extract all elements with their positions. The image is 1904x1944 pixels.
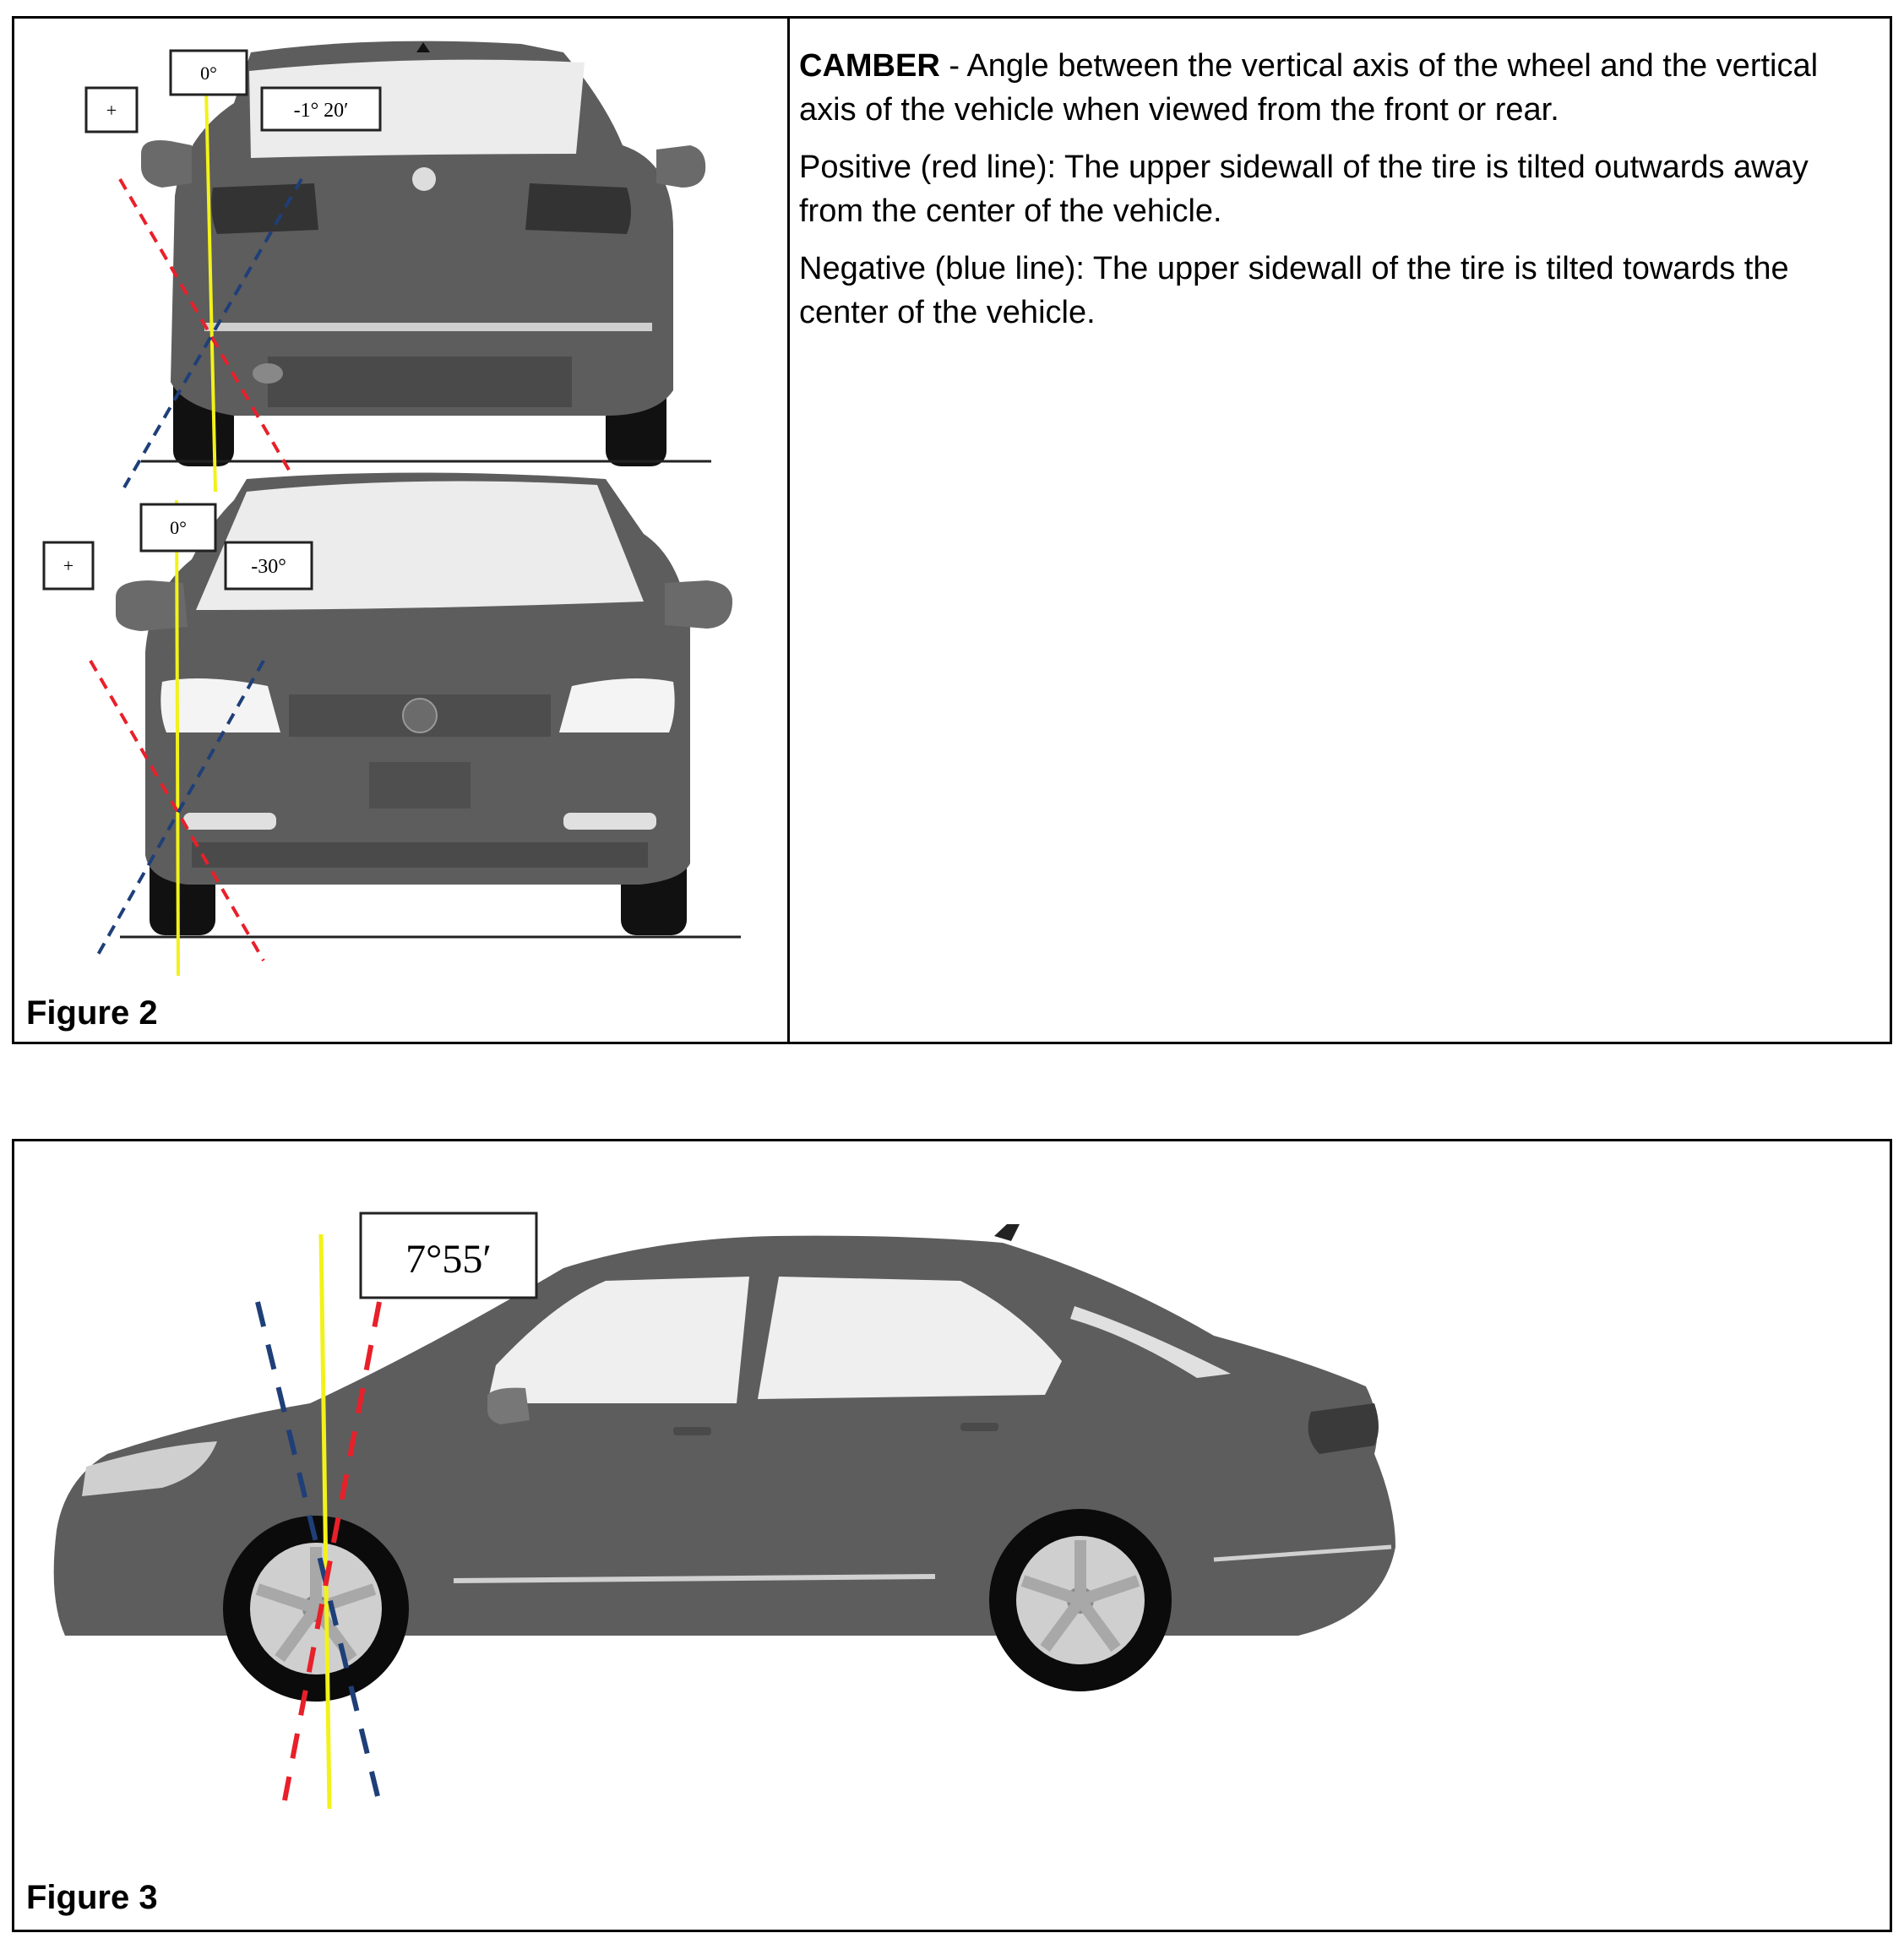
caster-figure-box: 7°55′ Figure 3 bbox=[12, 1139, 1892, 1932]
rear-wheel bbox=[989, 1509, 1172, 1691]
figure-3-illustration: 7°55′ bbox=[53, 1212, 1396, 1810]
front-zero-label-box: 0° bbox=[139, 503, 217, 553]
rear-angle-label: -1° 20′ bbox=[294, 100, 349, 122]
front-plus-label-box: + bbox=[42, 541, 95, 591]
caster-angle-label-box: 7°55′ bbox=[359, 1212, 538, 1299]
camber-table: 0° + -1° 20′ bbox=[12, 16, 1892, 1044]
caster-angle-label: 7°55′ bbox=[405, 1237, 492, 1282]
rear-plus-label-box: + bbox=[84, 86, 139, 133]
figure-3-caption: Figure 3 bbox=[26, 1879, 158, 1916]
positive-camber-text: Positive (red line): The upper sidewall … bbox=[799, 150, 1809, 229]
rear-plus-label: + bbox=[106, 100, 117, 121]
camber-definition-text: - Angle between the vertical axis of the… bbox=[799, 48, 1819, 128]
rear-zero-label: 0° bbox=[200, 63, 217, 84]
front-angle-label: -30° bbox=[251, 556, 286, 578]
front-plus-label: + bbox=[63, 555, 73, 576]
camber-definition: CAMBER - Angle between the vertical axis… bbox=[799, 44, 1872, 132]
camber-term: CAMBER bbox=[799, 48, 940, 84]
front-wheel bbox=[223, 1516, 409, 1702]
figure-2-illustration: 0° + -1° 20′ bbox=[42, 41, 741, 977]
rear-view-car bbox=[141, 41, 706, 466]
front-angle-label-box: -30° bbox=[224, 541, 313, 591]
negative-camber-text: Negative (blue line): The upper sidewall… bbox=[799, 251, 1789, 330]
rear-zero-label-box: 0° bbox=[169, 49, 248, 96]
figure-2-caption: Figure 2 bbox=[26, 994, 158, 1032]
column-divider bbox=[787, 19, 790, 1042]
front-zero-label: 0° bbox=[170, 517, 187, 538]
camber-description: CAMBER - Angle between the vertical axis… bbox=[799, 44, 1872, 348]
rear-angle-label-box: -1° 20′ bbox=[260, 86, 382, 132]
